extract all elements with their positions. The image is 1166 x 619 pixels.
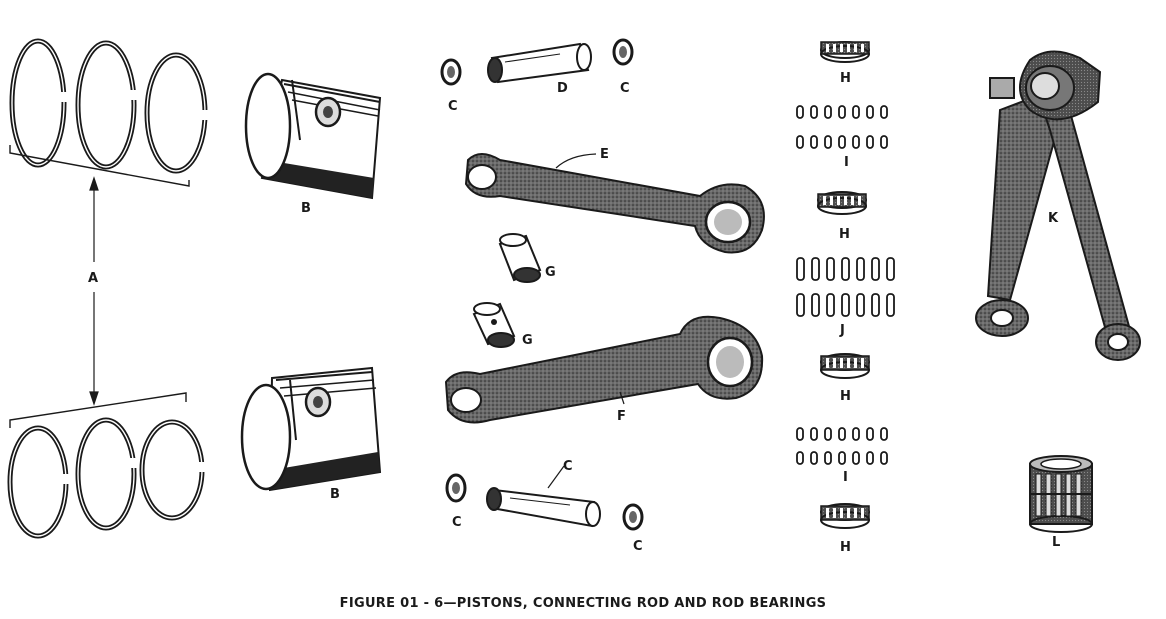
roller-cage-h-4	[820, 503, 870, 529]
label-h-4: H	[840, 540, 851, 555]
label-j: J	[839, 323, 845, 338]
label-f: F	[617, 409, 626, 424]
piston-ring	[75, 40, 140, 170]
label-c-lower-right: C	[633, 539, 643, 554]
bracket-upper	[9, 145, 190, 187]
piston-ring	[139, 419, 208, 521]
label-h-3: H	[840, 389, 851, 404]
pin-retainer-lower-right	[622, 503, 644, 531]
piston-lower	[240, 366, 382, 492]
piston-ring	[9, 38, 71, 168]
label-h-1: H	[840, 71, 851, 86]
rod-assembly-k	[975, 50, 1141, 361]
bushing-g-lower	[472, 302, 516, 348]
label-c-upper-left: C	[448, 99, 458, 114]
roller-cage-h-3	[820, 353, 870, 379]
label-a: A	[88, 271, 98, 286]
piston-ring	[75, 417, 140, 531]
leader-f	[619, 391, 625, 405]
rollers-i-upper	[796, 105, 888, 149]
leader-e	[555, 153, 597, 169]
roller-bearing-l	[1029, 455, 1093, 533]
rollers-j	[796, 257, 895, 317]
label-i-lower: I	[843, 470, 848, 485]
roller-cage-h-2	[817, 191, 867, 215]
label-c-pin: C	[563, 459, 573, 474]
roller-cage-h-1	[820, 41, 870, 63]
label-c-upper-right: C	[620, 81, 630, 96]
piston-rings-upper	[9, 38, 210, 187]
piston-upper	[244, 72, 382, 200]
bushing-g-upper	[498, 233, 542, 283]
label-g-upper: G	[545, 265, 556, 280]
label-i-upper: I	[844, 155, 849, 170]
piston-pin-upper	[487, 42, 592, 84]
piston-pin-lower	[486, 487, 601, 528]
connecting-rod-e	[464, 153, 765, 254]
leader-arrow-a	[89, 176, 99, 406]
label-k: K	[1048, 211, 1059, 226]
piston-ring	[7, 425, 73, 539]
rollers-i-lower	[796, 427, 888, 465]
label-l: L	[1052, 535, 1060, 550]
bracket-lower	[9, 392, 187, 428]
pin-retainer-upper-left	[440, 58, 462, 86]
pin-retainer-lower-left	[445, 473, 467, 503]
leader-c-pin	[547, 465, 565, 489]
figure-caption: FIGURE 01 - 6—PISTONS, CONNECTING ROD AN…	[339, 596, 827, 611]
label-c-lower-left: C	[452, 515, 462, 530]
label-h-2: H	[839, 227, 850, 242]
label-b-lower: B	[330, 487, 340, 502]
piston-ring	[144, 52, 210, 174]
label-e: E	[600, 147, 609, 162]
pin-retainer-upper-right	[612, 38, 634, 66]
label-d: D	[557, 81, 568, 96]
connecting-rod-f	[444, 315, 764, 424]
label-g-lower: G	[522, 333, 533, 348]
piston-rings-lower	[7, 392, 208, 539]
label-b-upper: B	[301, 201, 311, 216]
